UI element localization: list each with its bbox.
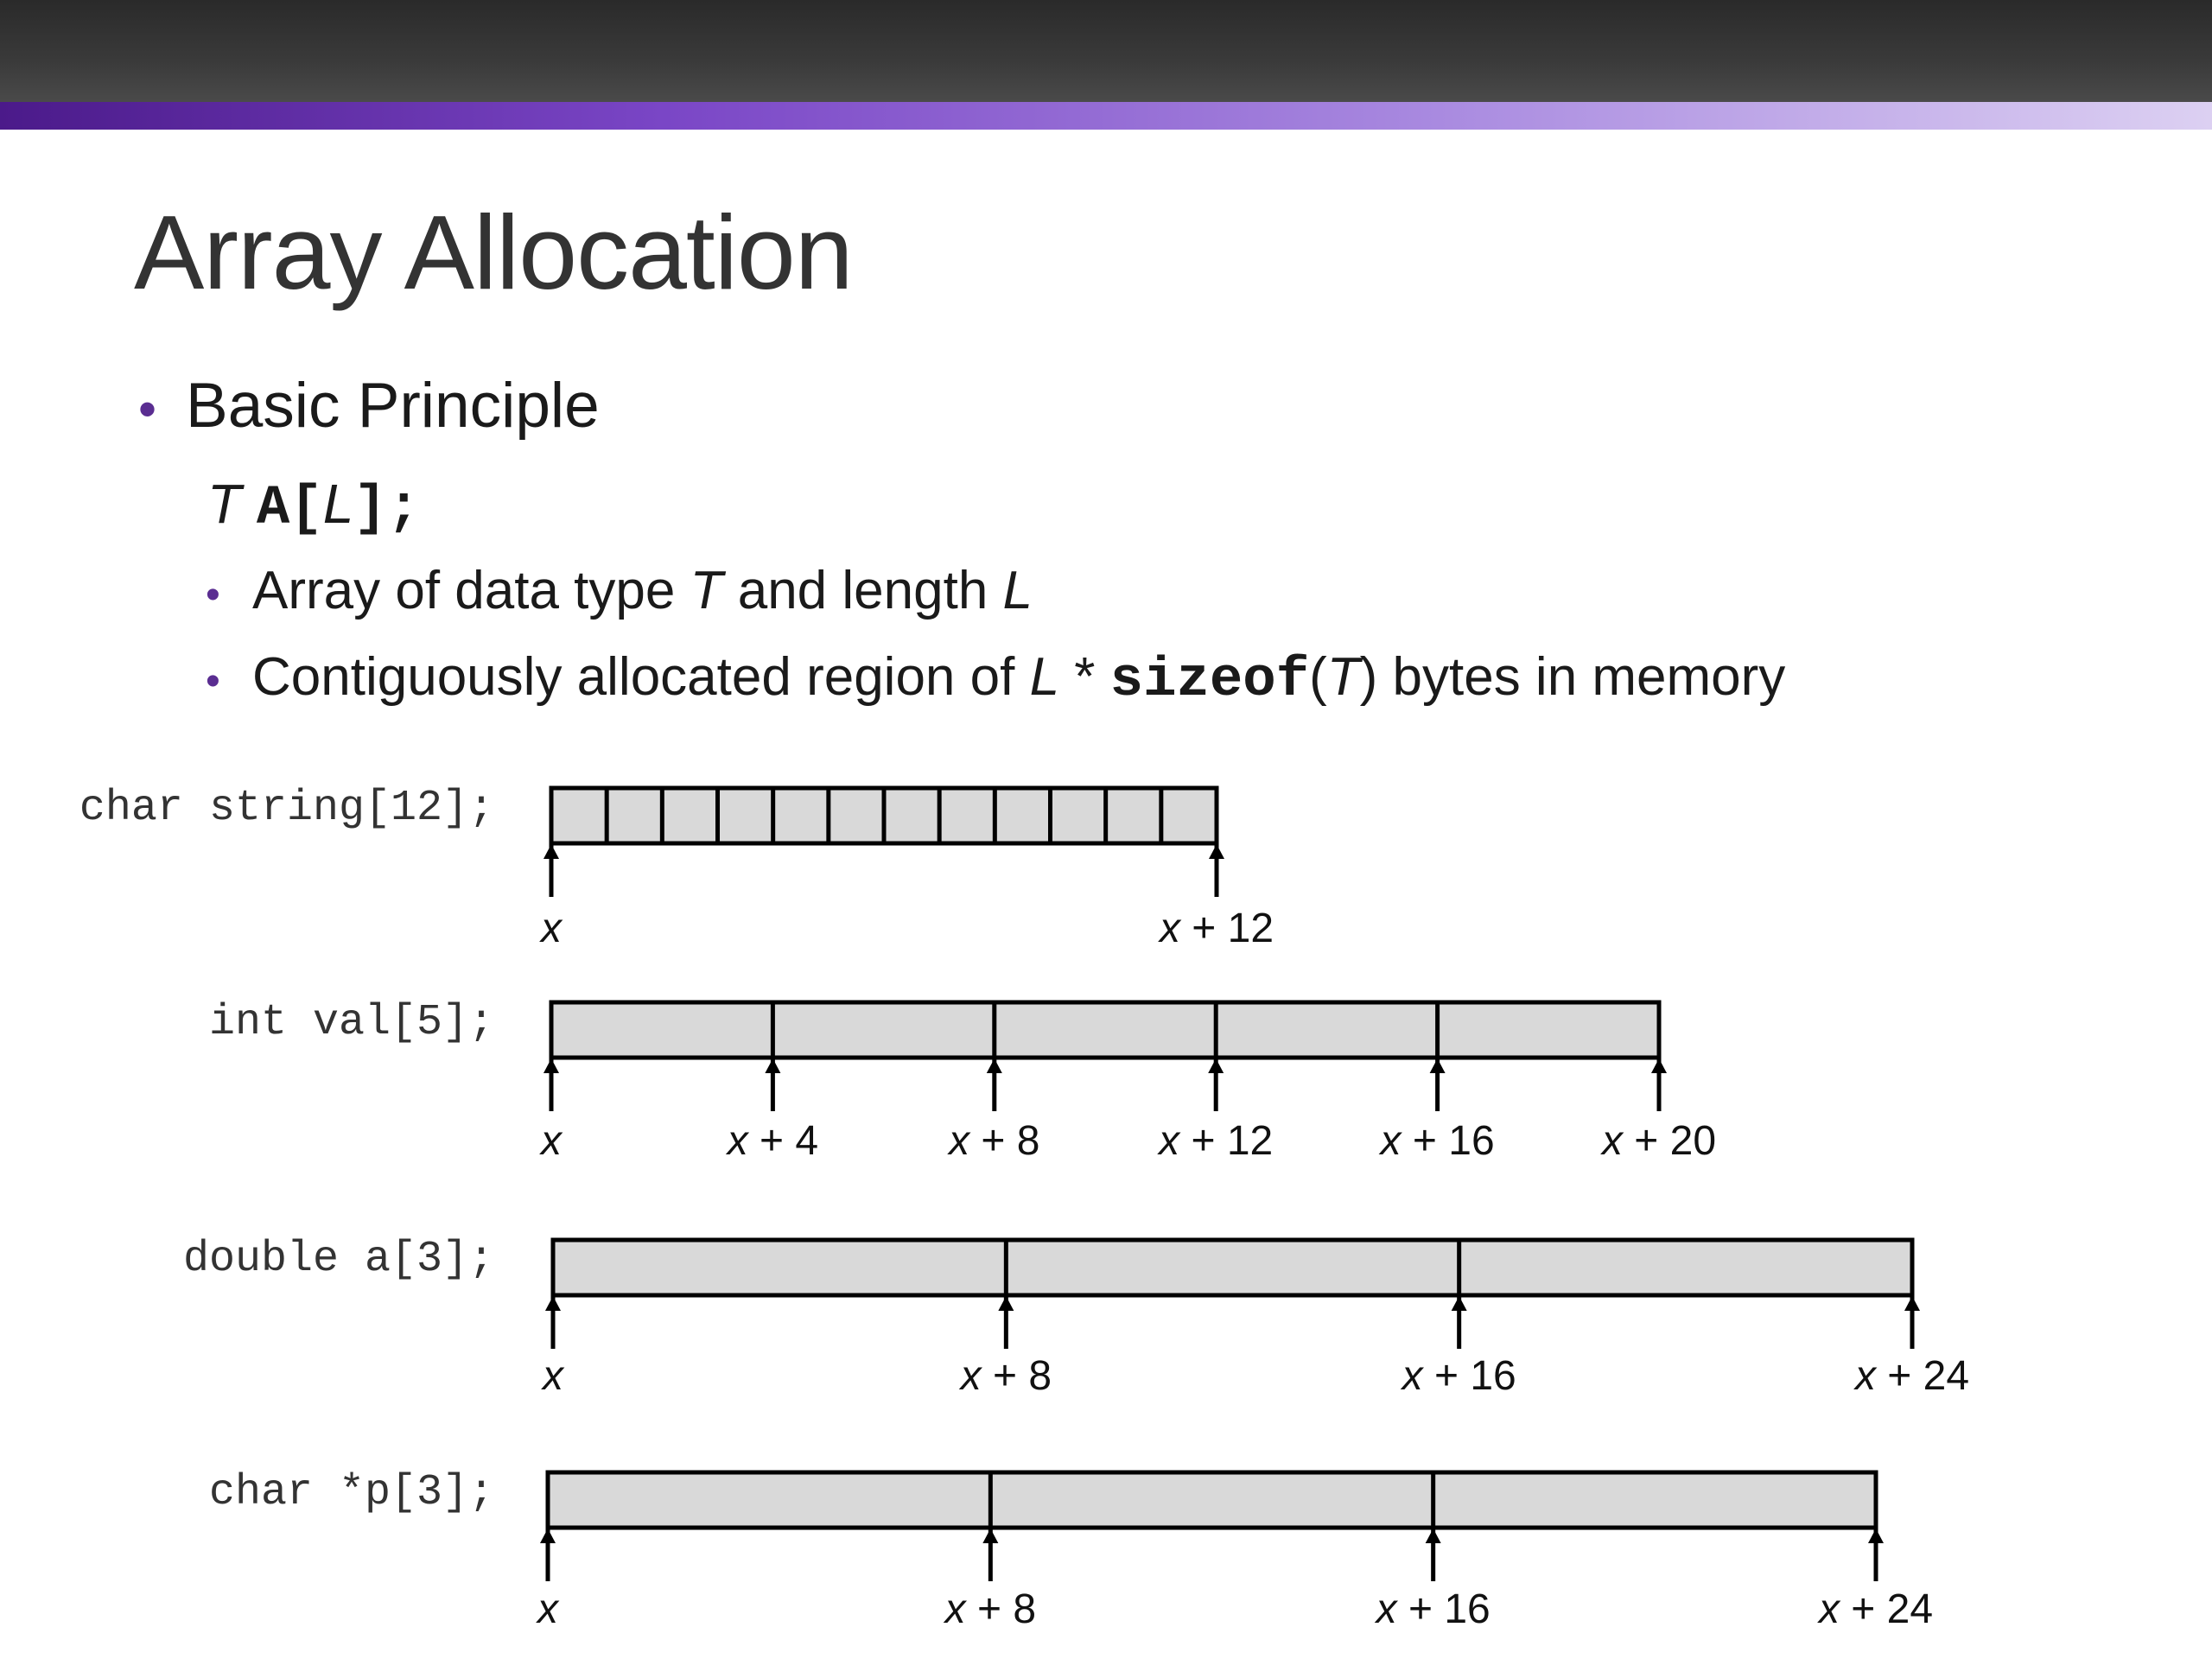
array-row-3: char *p[3]; x x + 8 x + 16 x + 24	[209, 1468, 1933, 1632]
address-label: x + 16	[1379, 1118, 1495, 1164]
sub2-length: L	[1029, 647, 1060, 707]
address-arrow-head	[545, 1296, 561, 1311]
address-label: x + 8	[947, 1118, 1039, 1164]
array-declaration: T A[L];	[207, 472, 420, 540]
address-label: x + 16	[1375, 1586, 1491, 1632]
decl-type: T	[207, 473, 242, 535]
address-label: x + 16	[1401, 1353, 1516, 1399]
sub1-type: T	[690, 561, 723, 620]
array-declaration-label: int val[5];	[209, 998, 494, 1047]
sub1-text-a: Array of data type	[252, 561, 690, 620]
decl-code-a: A[	[256, 478, 323, 540]
sub1-text-b: and length	[722, 561, 1003, 620]
address-label: x + 24	[1853, 1353, 1969, 1399]
address-arrow-head	[765, 1058, 781, 1073]
bullet-text: Basic Principle	[186, 371, 600, 441]
address-arrow-head	[1208, 1058, 1224, 1073]
bullet-basic-principle: • Basic Principle	[138, 370, 600, 442]
array-box	[549, 1000, 1662, 1060]
array-box	[545, 1470, 1878, 1530]
array-declaration-label: char *p[3];	[209, 1468, 494, 1517]
accent-bar	[0, 102, 2212, 130]
decl-length: L	[322, 473, 354, 535]
address-arrow-head	[1904, 1296, 1920, 1311]
address-label: x + 8	[944, 1586, 1036, 1632]
sub1-length: L	[1002, 561, 1033, 620]
address-label: x + 12	[1157, 1118, 1273, 1164]
slide-title: Array Allocation	[134, 194, 854, 311]
address-arrow-head	[1451, 1296, 1467, 1311]
array-row-1: int val[5]; x x + 4 x + 8 x + 12 x + 16 x + 20	[209, 998, 1716, 1164]
address-label: x	[536, 1586, 560, 1632]
sub2-type: T	[1326, 647, 1360, 707]
sub-bullet-type-length: • Array of data type T and length L	[206, 560, 1033, 621]
address-arrow-head	[1209, 844, 1224, 859]
address-arrow-head	[543, 1058, 559, 1073]
address-label: x + 8	[959, 1353, 1052, 1399]
address-arrow-head	[1868, 1529, 1884, 1543]
sub-bullet-dot: •	[206, 658, 220, 704]
address-label: x	[539, 906, 563, 951]
sub2-text-b: bytes in memory	[1377, 647, 1786, 707]
address-label: x	[541, 1353, 565, 1399]
address-label: x + 24	[1817, 1586, 1933, 1632]
sub2-close: )	[1359, 647, 1378, 707]
address-arrow-head	[1425, 1529, 1441, 1543]
sub2-op: *	[1059, 647, 1110, 707]
array-box	[550, 1237, 1915, 1298]
bullet-dot: •	[138, 380, 157, 438]
decl-code-b: ];	[353, 478, 421, 540]
array-declaration-label: char string[12];	[79, 784, 494, 833]
array-row-2: double a[3]; x x + 8 x + 16 x + 24	[183, 1235, 1969, 1399]
address-label: x + 4	[726, 1118, 818, 1164]
sub2-sizeof: sizeof	[1109, 650, 1310, 712]
array-row-0: char string[12]; x x + 12	[79, 784, 1274, 951]
top-banner	[0, 0, 2212, 102]
address-label: x	[539, 1118, 563, 1164]
sub-bullet-dot: •	[206, 572, 220, 618]
address-arrow-head	[982, 1529, 999, 1543]
sub2-open: (	[1309, 647, 1327, 707]
address-arrow-head	[986, 1058, 1002, 1073]
address-arrow-head	[540, 1529, 556, 1543]
address-arrow-head	[1429, 1058, 1446, 1073]
address-arrow-head	[543, 844, 559, 859]
address-arrow-head	[1651, 1058, 1667, 1073]
address-arrow-head	[998, 1296, 1014, 1311]
address-label: x + 12	[1158, 906, 1274, 951]
sub2-text-a: Contiguously allocated region of	[252, 647, 1030, 707]
address-label: x + 20	[1600, 1118, 1716, 1164]
array-declaration-label: double a[3];	[183, 1235, 494, 1284]
sub-bullet-contiguous: • Contiguously allocated region of L * si…	[206, 646, 1785, 712]
